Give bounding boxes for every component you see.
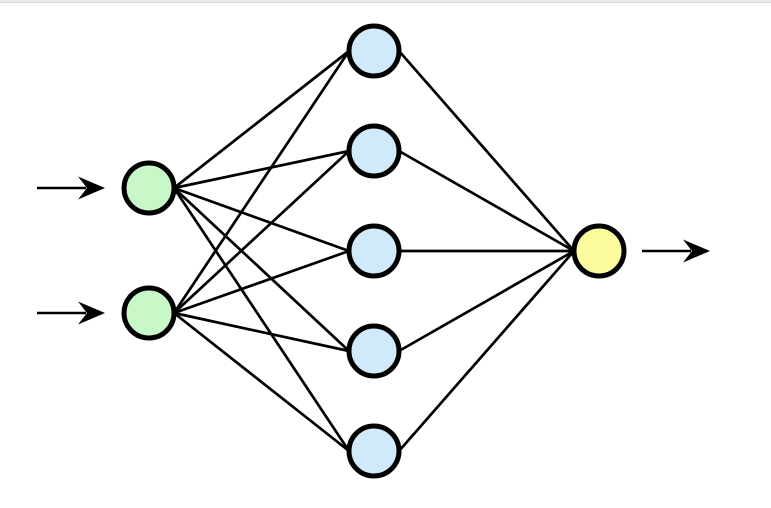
input-arrow-2-head	[78, 301, 105, 325]
edge-input-to-hidden	[173, 49, 350, 190]
hidden-node-4	[346, 323, 402, 379]
hidden-node-3	[346, 223, 402, 279]
edge-input-to-hidden	[173, 149, 350, 190]
hidden-node-1	[346, 23, 402, 79]
edge-hidden-to-output	[398, 149, 575, 253]
edge-input-to-hidden	[172, 187, 351, 452]
edge-input-to-hidden	[173, 150, 350, 314]
window-top-border	[0, 0, 771, 3]
hidden-node-5	[346, 423, 402, 479]
edge-hidden-to-output	[397, 250, 576, 452]
edge-input-to-hidden	[172, 50, 351, 314]
edge-input-to-hidden	[173, 311, 350, 353]
input-node-1	[121, 160, 177, 216]
output-node-1	[571, 223, 627, 279]
input-node-2	[121, 285, 177, 341]
hidden-node-2	[346, 123, 402, 179]
edge-hidden-to-output	[397, 50, 576, 252]
edge-hidden-to-output	[398, 249, 575, 353]
edge-input-to-hidden	[173, 187, 350, 352]
input-arrow-1-head	[78, 176, 105, 200]
edge-input-to-hidden	[173, 186, 350, 253]
edge-input-to-hidden	[173, 311, 350, 453]
output-arrow-1-head	[683, 239, 710, 263]
edge-input-to-hidden	[173, 249, 350, 315]
